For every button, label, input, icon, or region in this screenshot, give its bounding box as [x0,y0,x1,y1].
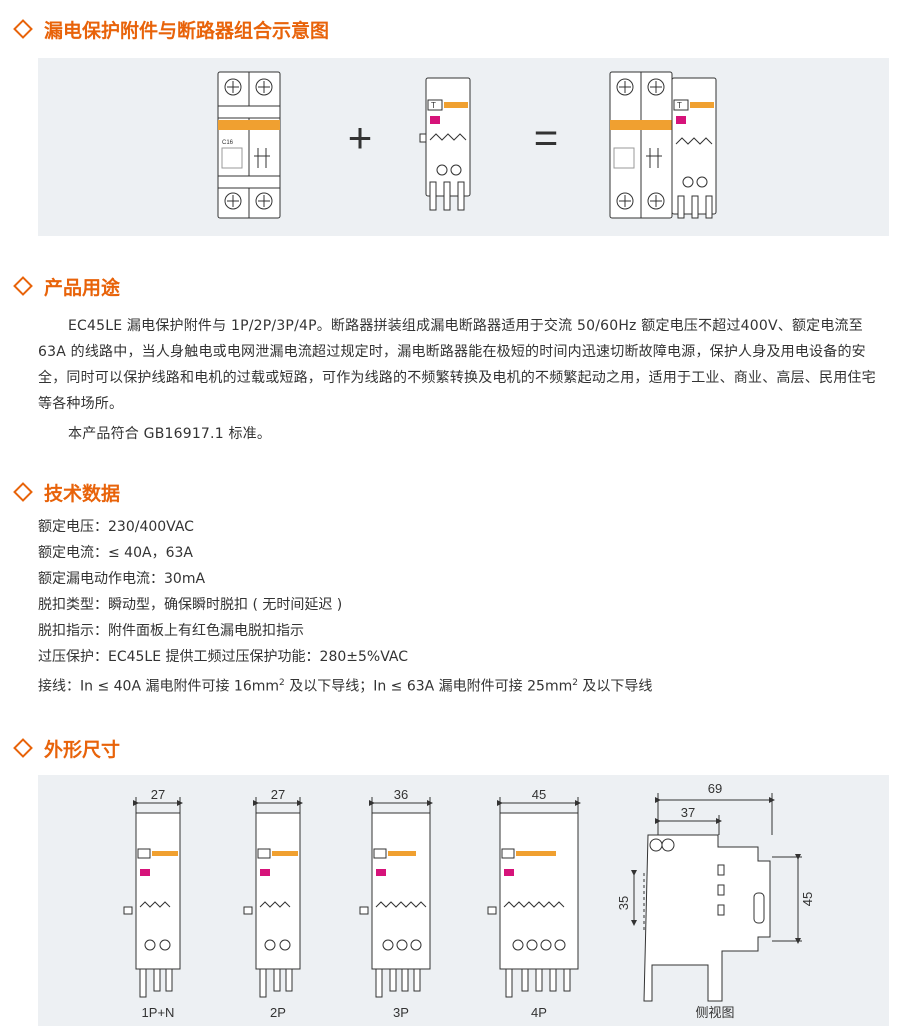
module-label-1pn: 1P+N [142,1005,175,1020]
standard-paragraph: 本产品符合 GB16917.1 标准。 [68,426,272,442]
width-label-1pn: 27 [151,787,165,802]
module-label-4p: 4P [531,1005,547,1020]
side-view-drawing [631,793,802,1002]
tech-item-wiring: 接线：In ≤ 40A 漏电附件可接 16mm2 及以下导线；In ≤ 63A … [38,678,653,695]
tech-data-list: 额定电压：230/400VAC 额定电流：≤ 40A，63A 额定漏电动作电流：… [38,514,652,700]
side-height-right: 45 [800,892,815,906]
section-title-dims: 外形尺寸 [10,734,120,762]
tech-item: 额定电流：≤ 40A，63A [38,545,193,561]
plus-sign: + [348,114,373,161]
width-label-3p: 36 [394,787,408,802]
combined-breaker-drawing: T [609,71,717,219]
width-label-4p: 45 [532,787,546,802]
section-title-usage: 产品用途 [10,272,120,300]
usage-paragraph: EC45LE 漏电保护附件与 1P/2P/3P/4P。断路器拼装组成漏电断路器适… [38,318,876,412]
combination-diagram-panel: C16 + T = [38,58,889,236]
svg-text:C16: C16 [222,140,234,146]
section-title-diagram: 漏电保护附件与断路器组合示意图 [10,15,329,43]
svg-text:T: T [431,101,436,110]
breaker-2p-drawing: C16 [217,71,281,219]
tech-item: 脱扣类型：瞬动型，确保瞬时脱扣 ( 无时间延迟 ) [38,597,343,613]
width-label-2p: 27 [271,787,285,802]
section-title-tech: 技术数据 [10,478,120,506]
side-height-left: 35 [616,896,631,910]
diamond-icon [13,738,33,758]
tech-item: 额定漏电动作电流：30mA [38,571,206,587]
diamond-icon [13,482,33,502]
svg-text:T: T [677,101,682,110]
module-label-3p: 3P [393,1005,409,1020]
leakage-accessory-drawing: T [419,77,471,211]
side-partial-width: 37 [681,805,695,820]
equals-sign: = [534,114,559,161]
module-label-2p: 2P [270,1005,286,1020]
module-2p-drawing [243,797,303,998]
side-total-width: 69 [708,781,722,796]
module-1pn-drawing [123,797,183,998]
module-3p-drawing [359,797,433,998]
dimensions-panel: 27 1P+N 27 2P 36 3P [38,775,889,1026]
tech-item: 过压保护：EC45LE 提供工频过压保护功能：280±5%VAC [38,649,408,665]
module-4p-drawing [487,797,581,998]
diamond-icon [13,276,33,296]
diamond-icon [13,19,33,39]
side-view-label: 侧视图 [695,1005,734,1020]
dimensions-diagram: 27 1P+N 27 2P 36 3P [123,781,815,1020]
tech-item: 额定电压：230/400VAC [38,519,194,535]
combination-diagram: C16 + T = [217,71,717,219]
tech-item: 脱扣指示：附件面板上有红色漏电脱扣指示 [38,623,304,639]
